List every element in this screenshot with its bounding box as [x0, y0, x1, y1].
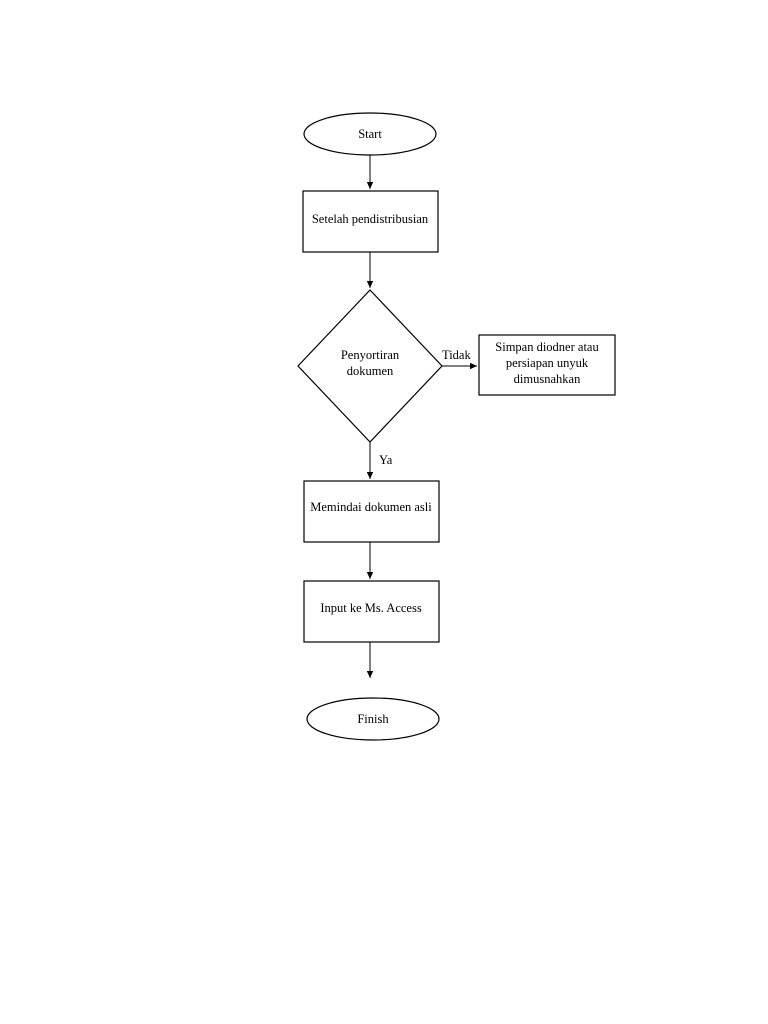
decision-label-line-1: Penyortiran: [341, 348, 400, 362]
process-scan: [303, 480, 440, 543]
edge-label-tidak: Tidak: [442, 348, 471, 362]
process-distribusi: [302, 190, 439, 253]
process-simpan-line-3: dimusnahkan: [514, 372, 581, 386]
process-simpan-line-2: persiapan unyuk: [506, 356, 589, 370]
process-input-label: Input ke Ms. Access: [320, 601, 422, 615]
process-input: [303, 580, 440, 643]
finish-label: Finish: [357, 712, 389, 726]
process-distribusi-label: Setelah pendistribusian: [312, 212, 429, 226]
process-simpan-line-1: Simpan diodner atau: [495, 340, 599, 354]
process-scan-label: Memindai dokumen asli: [310, 500, 432, 514]
edge-label-ya: Ya: [379, 453, 393, 467]
process-simpan: [478, 334, 616, 396]
finish-terminal: [306, 697, 440, 741]
decision-label-line-2: dokumen: [347, 364, 394, 378]
start-label: Start: [358, 127, 382, 141]
